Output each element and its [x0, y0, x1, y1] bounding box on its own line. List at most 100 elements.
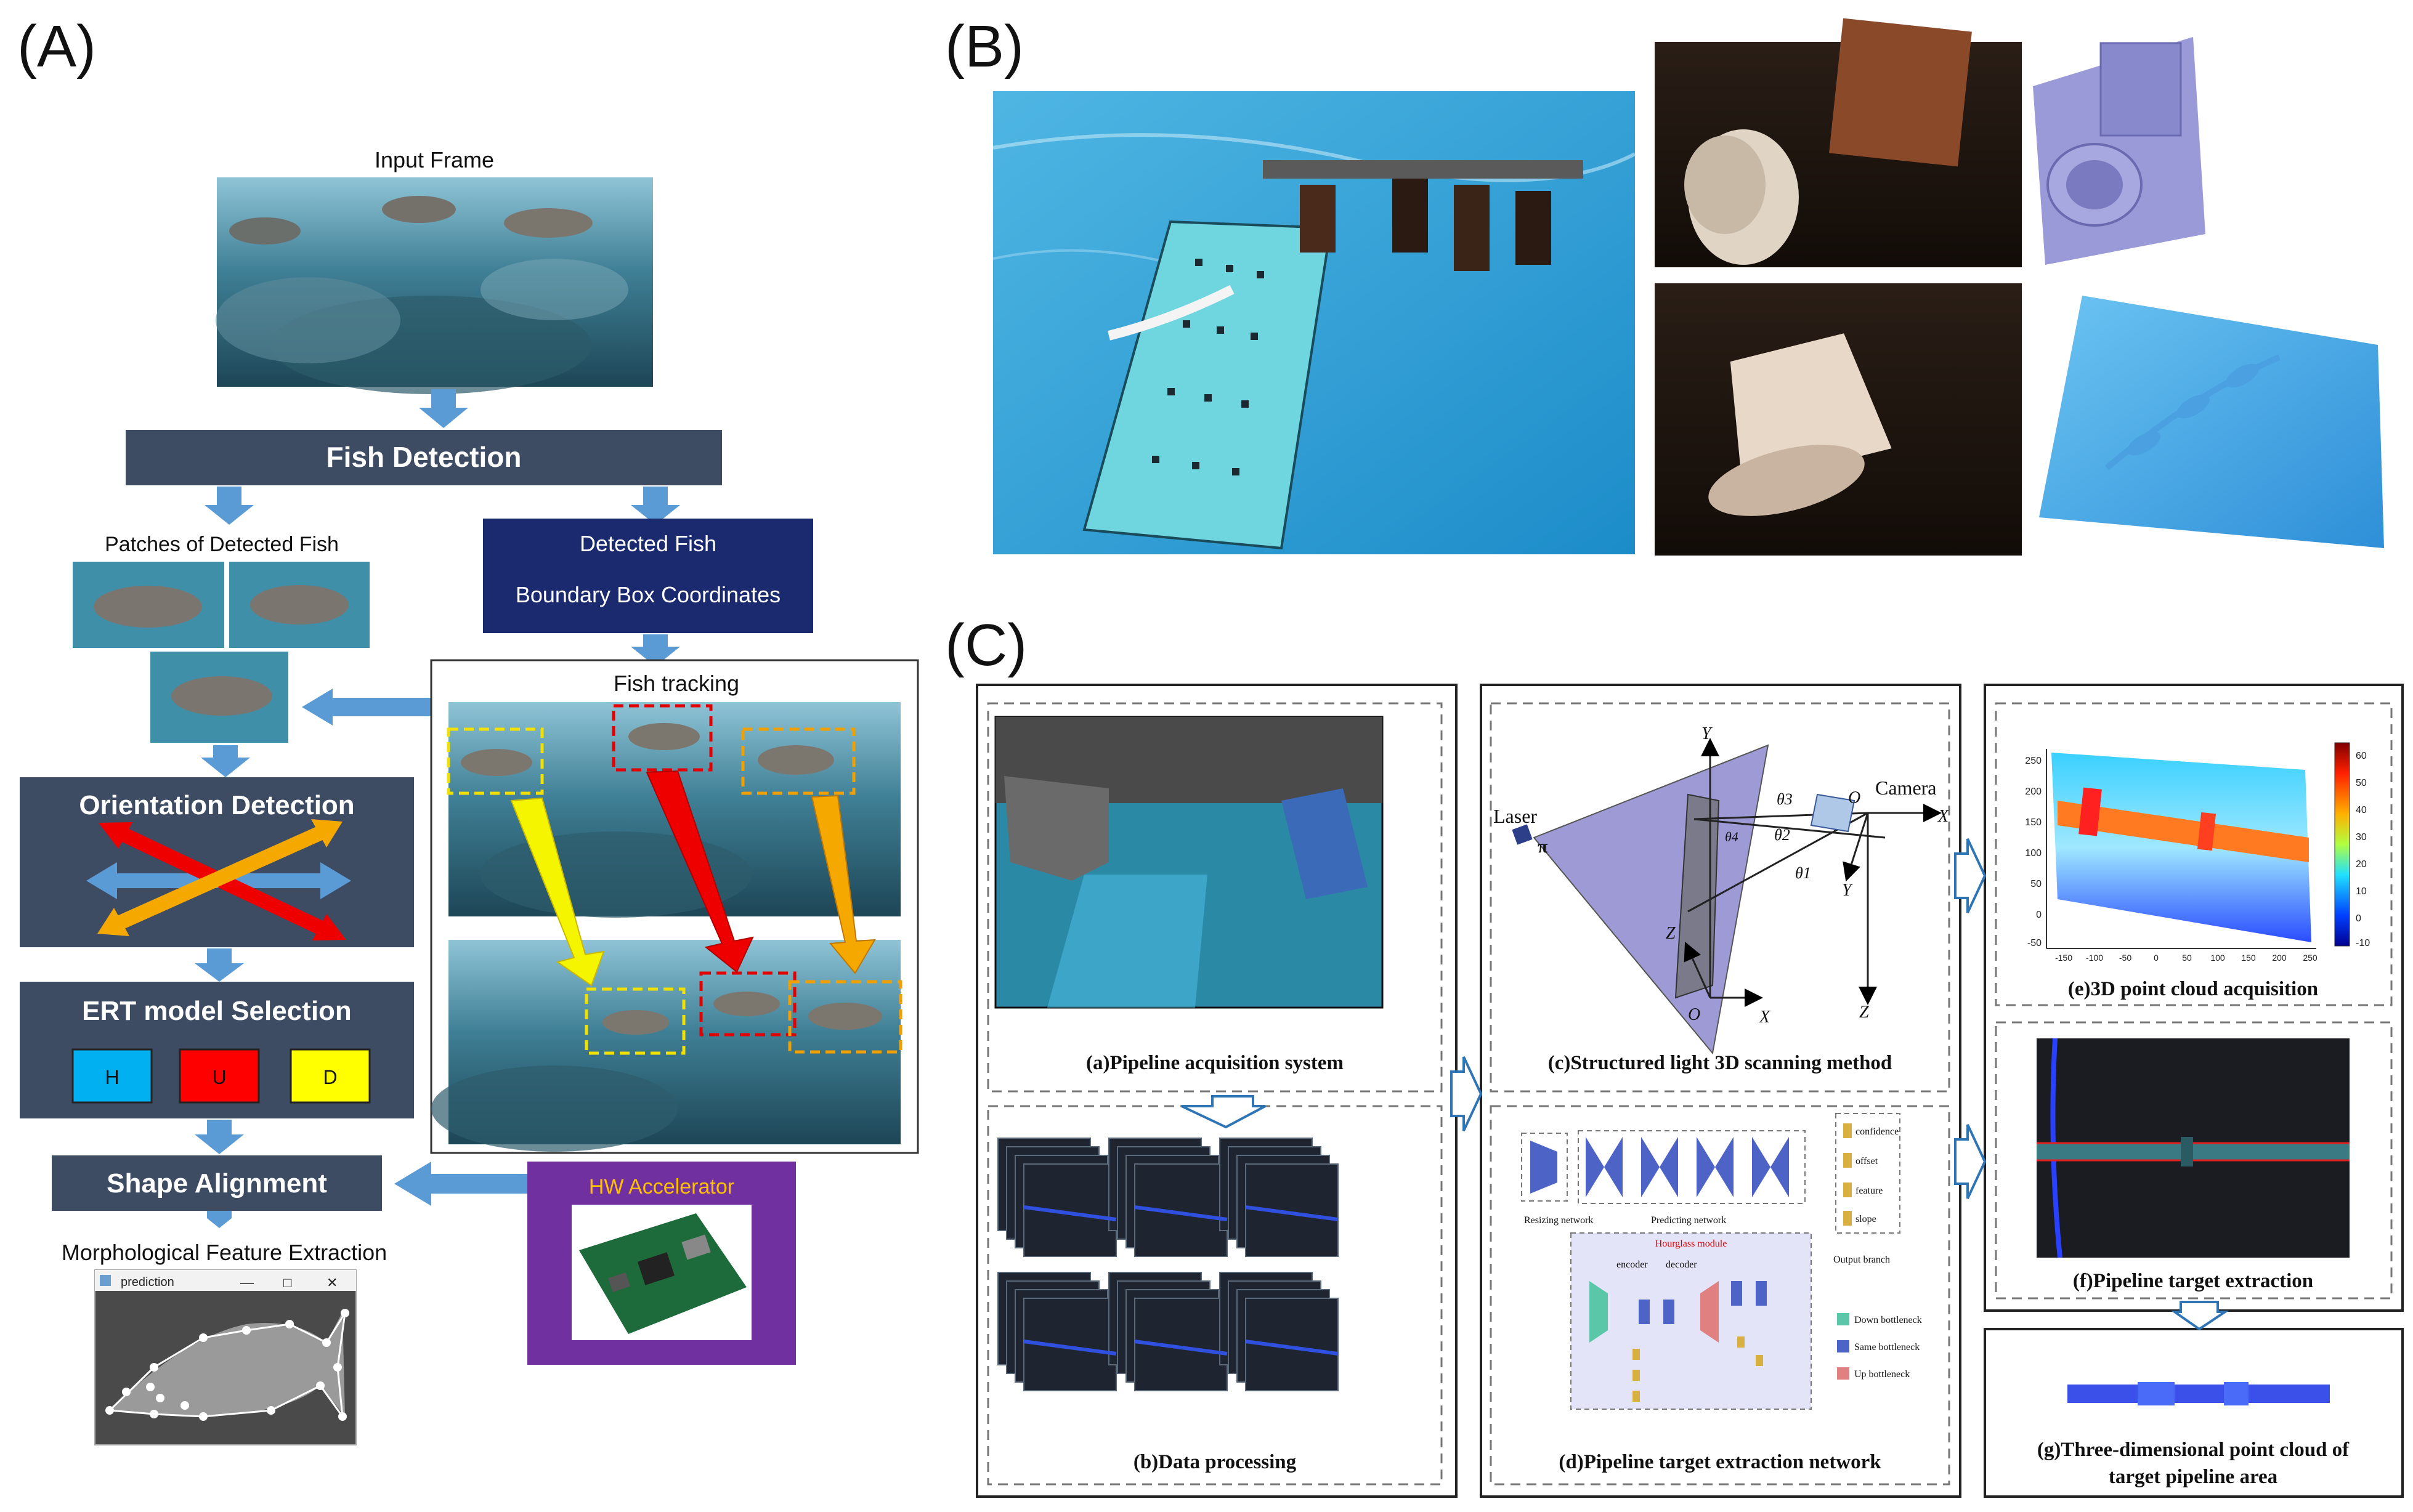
resizing-network-label: Resizing network — [1524, 1215, 1593, 1226]
legend-down-bottleneck: Down bottleneck — [1854, 1315, 1922, 1325]
fish-patch-1 — [73, 562, 224, 648]
colorbar-tick: 20 — [2356, 859, 2367, 870]
arrow-shape-to-morph — [207, 1211, 232, 1228]
window-maximize-icon[interactable]: □ — [283, 1275, 291, 1290]
arrow-d-to-f — [1954, 1124, 1987, 1199]
pi-label: π — [1538, 836, 1548, 857]
x-tick: -100 — [2086, 953, 2103, 963]
theta2-label: θ2 — [1774, 826, 1790, 844]
yc-label: Y — [1842, 881, 1854, 900]
input-frame-label: Input Frame — [375, 147, 494, 172]
orientation-box — [20, 777, 414, 947]
x-tick: 250 — [2303, 953, 2318, 963]
yw-label: Y — [1701, 724, 1713, 743]
caption-c: (c)Structured light 3D scanning method — [1548, 1052, 1892, 1074]
xw-label: X — [1759, 1008, 1770, 1027]
detected-fish-line1: Detected Fish — [580, 531, 716, 556]
zw-label: Z — [1666, 924, 1676, 943]
subpanel-f-frame — [1995, 1021, 2393, 1300]
output-feature-label: feature — [1855, 1186, 1883, 1196]
output-branch-label: Output branch — [1833, 1255, 1890, 1265]
tracking-arrow-red — [646, 770, 754, 973]
ert-option-h-label: H — [105, 1066, 119, 1088]
extraction-network-diagram — [1521, 1113, 1900, 1410]
tracking-arrow-orange — [811, 794, 876, 974]
caption-g-line1: (g)Three-dimensional point cloud of — [2037, 1439, 2350, 1461]
window-close-icon[interactable]: ✕ — [326, 1275, 338, 1290]
cup-and-box-photo — [1655, 18, 2022, 267]
pointcloud-x-ticks: -150 -100 -50 0 50 100 150 200 250 — [2055, 953, 2318, 963]
pipeline-acquisition-photo — [994, 716, 1384, 1009]
embossed-surface-mesh — [2033, 283, 2384, 556]
prediction-window-title: prediction — [121, 1275, 174, 1289]
shape-alignment-box — [52, 1155, 382, 1211]
ert-option-d — [290, 1048, 371, 1104]
selected-fish-patch — [150, 652, 288, 743]
xc-label: X — [1937, 807, 1949, 826]
window-minimize-icon[interactable]: — — [240, 1275, 254, 1290]
y-tick: 200 — [2025, 786, 2042, 797]
fish-detection-label: Fish Detection — [326, 441, 522, 473]
arrow-orientation-to-ert — [195, 948, 244, 982]
hw-accelerator-label: HW Accelerator — [589, 1175, 734, 1199]
y-tick: 250 — [2025, 756, 2042, 766]
pipeline-extraction-image — [2037, 1038, 2350, 1258]
arrow-hw-to-shape — [394, 1162, 530, 1206]
zc-label: Z — [1859, 1003, 1869, 1022]
ert-option-d-label: D — [323, 1066, 337, 1088]
panel-c-g-frame — [1984, 1328, 2404, 1498]
fish-tracking-label: Fish tracking — [614, 671, 739, 696]
shape-alignment-label: Shape Alignment — [107, 1168, 327, 1199]
theta1-label: θ1 — [1795, 864, 1811, 882]
output-offset-label: offset — [1855, 1156, 1878, 1166]
theta3-label: θ3 — [1777, 790, 1793, 808]
fish-detection-box — [126, 430, 722, 485]
data-processing-stacks — [997, 1138, 1339, 1391]
x-tick: 150 — [2241, 953, 2256, 963]
pool-calibration-photo — [992, 91, 1636, 554]
laser-label: Laser — [1493, 805, 1537, 827]
hourglass-module-label: Hourglass module — [1655, 1239, 1727, 1249]
orientation-arrows — [86, 819, 351, 940]
output-slope-label: slope — [1855, 1214, 1876, 1224]
caption-b: (b)Data processing — [1134, 1451, 1297, 1473]
cup-and-box-mesh — [2033, 25, 2205, 267]
arrow-f-to-g — [2170, 1301, 2229, 1331]
caption-f: (f)Pipeline target extraction — [2073, 1270, 2313, 1292]
arrow-ert-to-shape — [195, 1120, 244, 1154]
subpanel-a-frame — [987, 702, 1443, 1093]
colorbar-tick: 0 — [2356, 913, 2361, 924]
morph-label: Morphological Feature Extraction — [62, 1240, 387, 1265]
caption-a: (a)Pipeline acquisition system — [1086, 1052, 1344, 1074]
colorbar-tick: 30 — [2356, 832, 2367, 843]
caption-e: (e)3D point cloud acquisition — [2068, 978, 2318, 1000]
x-tick: -50 — [2119, 953, 2131, 963]
decoder-label: decoder — [1666, 1259, 1697, 1270]
ert-label: ERT model Selection — [82, 996, 352, 1026]
y-tick: 100 — [2025, 848, 2042, 859]
arrow-input-to-detection — [419, 389, 468, 428]
prediction-window: prediction — □ ✕ — [94, 1269, 357, 1445]
x-tick: 0 — [2154, 953, 2159, 963]
camera-label: Camera — [1875, 777, 1937, 799]
colorbar-tick: 50 — [2356, 778, 2367, 788]
arrow-tracking-to-patch — [302, 689, 431, 726]
panel-c-middle-frame — [1480, 684, 1961, 1498]
colorbar-tick: -10 — [2356, 938, 2370, 948]
subpanel-c-frame — [1490, 702, 1950, 1093]
subpanel-d-frame — [1490, 1105, 1950, 1486]
y-tick: 0 — [2036, 910, 2042, 920]
y-tick: 50 — [2030, 879, 2042, 889]
arrow-a-to-b — [1181, 1095, 1266, 1129]
x-tick: 200 — [2272, 953, 2287, 963]
colorbar-tick: 10 — [2356, 886, 2367, 897]
patches-label: Patches of Detected Fish — [105, 533, 339, 556]
arrow-detection-to-coords — [631, 487, 680, 525]
tracking-frame-2 — [431, 940, 902, 1152]
y-tick: -50 — [2027, 938, 2042, 948]
ert-option-u — [179, 1048, 260, 1104]
output-confidence-label: confidence — [1855, 1126, 1899, 1137]
ow-label: O — [1688, 1005, 1700, 1024]
colorbar-tick: 60 — [2356, 751, 2367, 761]
